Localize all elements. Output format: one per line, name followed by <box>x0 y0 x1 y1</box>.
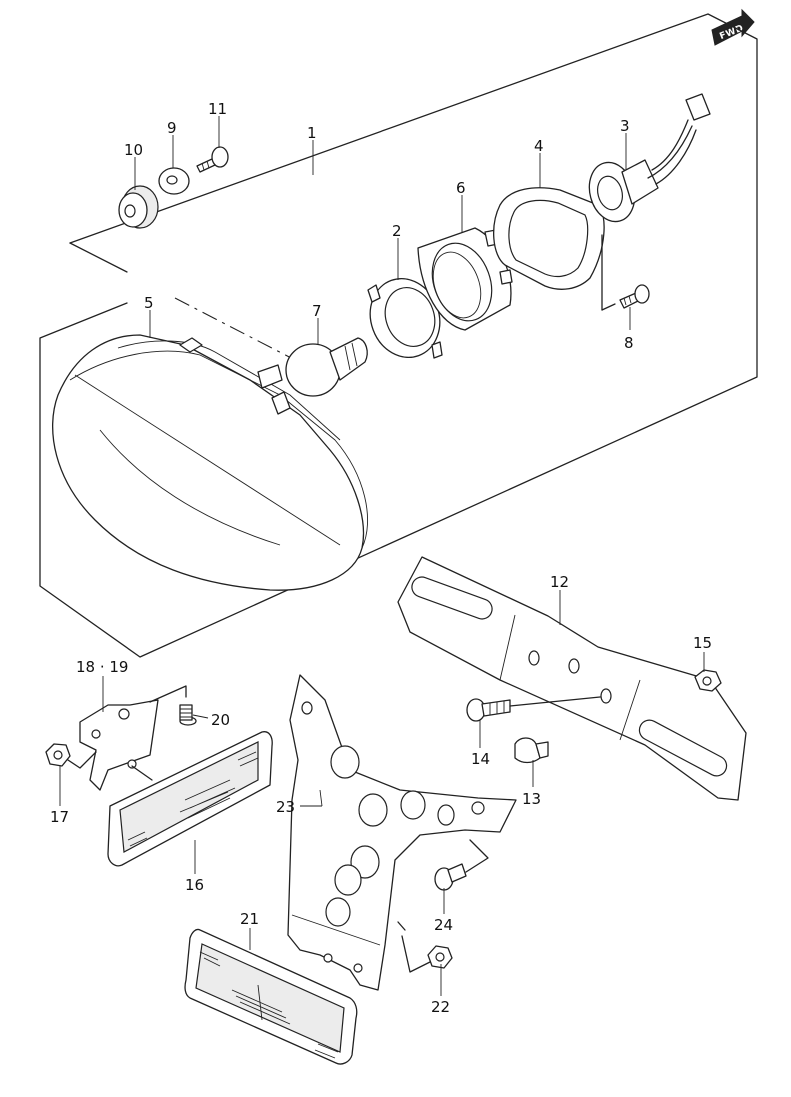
callout-20: 20 <box>211 711 230 729</box>
nut-part-17 <box>45 743 71 767</box>
rubber-cap-part-13 <box>514 737 549 764</box>
screw-part-11 <box>196 146 229 173</box>
screw-part-24 <box>434 839 489 891</box>
retaining-ring-part-2 <box>367 278 443 359</box>
callout-labels: 1 2 3 4 5 6 7 8 9 10 11 12 13 14 15 16 1… <box>50 100 712 1016</box>
grommet-part-10 <box>118 185 159 229</box>
reflector-bracket-part-23 <box>287 674 517 991</box>
callout-24: 24 <box>434 916 453 934</box>
nut-part-22 <box>397 921 453 973</box>
washer-part-9 <box>158 167 190 195</box>
bolt-part-20 <box>179 704 197 726</box>
side-reflector-part-16 <box>107 731 273 867</box>
screw-part-14 <box>466 696 601 722</box>
assembly-boundary <box>39 13 758 658</box>
bulb-part-7 <box>285 337 368 397</box>
socket-housing-part-6 <box>417 227 513 331</box>
callout-9: 9 <box>167 119 177 137</box>
callout-5: 5 <box>144 294 154 312</box>
callout-2: 2 <box>392 222 402 240</box>
callout-14: 14 <box>471 750 490 768</box>
callout-12: 12 <box>550 573 569 591</box>
callout-7: 7 <box>312 302 322 320</box>
gasket-part-4 <box>493 187 605 290</box>
callout-16: 16 <box>185 876 204 894</box>
callout-23: 23 <box>276 798 295 816</box>
fwd-badge: FWD <box>711 8 755 46</box>
callout-18-19: 18 · 19 <box>76 658 128 676</box>
callout-15: 15 <box>693 634 712 652</box>
callout-3: 3 <box>620 117 630 135</box>
callout-11: 11 <box>208 100 227 118</box>
plate-bracket-part-12 <box>397 556 747 801</box>
callout-22: 22 <box>431 998 450 1016</box>
screw-part-8 <box>601 234 650 311</box>
callout-8: 8 <box>624 334 634 352</box>
callout-leaders <box>59 116 705 996</box>
callout-4: 4 <box>534 137 544 155</box>
callout-13: 13 <box>522 790 541 808</box>
rear-reflector-part-21 <box>184 928 358 1065</box>
callout-17: 17 <box>50 808 69 826</box>
socket-harness-part-3 <box>588 93 711 223</box>
reflector-stay-part-18-19 <box>67 685 187 791</box>
callout-6: 6 <box>456 179 466 197</box>
callout-1: 1 <box>307 124 317 142</box>
callout-10: 10 <box>124 141 143 159</box>
callout-21: 21 <box>240 910 259 928</box>
nut-part-15 <box>694 669 722 692</box>
tail-lamp-lens-part-5 <box>52 334 368 591</box>
